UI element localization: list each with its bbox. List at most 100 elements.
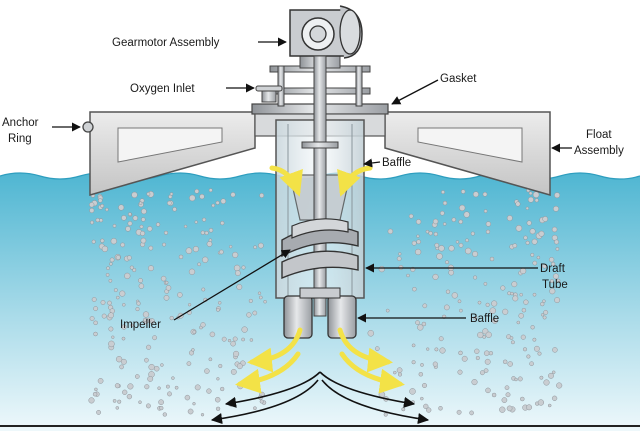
bubble xyxy=(432,361,438,367)
bubble xyxy=(192,246,199,253)
bubble xyxy=(442,200,448,206)
gearmotor-assembly-label: Gearmotor Assembly xyxy=(112,37,220,49)
bubble xyxy=(475,355,480,361)
bubble xyxy=(184,394,191,401)
bubble xyxy=(147,226,153,232)
bubble xyxy=(417,324,424,331)
bubble xyxy=(167,200,172,206)
bubble xyxy=(556,278,561,283)
bubble xyxy=(116,295,120,300)
bubble xyxy=(512,243,518,249)
bubble xyxy=(89,316,95,321)
bubble xyxy=(469,410,474,416)
bubble xyxy=(204,368,210,374)
bubble xyxy=(554,192,561,199)
bubble xyxy=(141,217,146,222)
bubble xyxy=(122,303,126,307)
bubble xyxy=(233,264,241,272)
bubble xyxy=(522,347,528,352)
bubble xyxy=(91,239,96,244)
bubble xyxy=(112,399,117,403)
bottom-baffle xyxy=(283,287,357,339)
bubble xyxy=(241,337,245,342)
bubble xyxy=(188,268,196,275)
bubble xyxy=(165,384,170,389)
bubble xyxy=(220,386,225,392)
bubble xyxy=(517,376,523,382)
bubble xyxy=(520,334,526,340)
bubble xyxy=(537,351,542,356)
bubble xyxy=(209,331,216,338)
bubble xyxy=(192,330,197,334)
bubble xyxy=(118,204,125,211)
bubble xyxy=(100,238,105,243)
bubble xyxy=(248,298,253,303)
bubble xyxy=(554,239,559,245)
bubble xyxy=(514,377,518,382)
drive-shaft xyxy=(313,55,327,317)
bubble xyxy=(408,213,414,219)
bubble xyxy=(140,230,146,236)
bubble xyxy=(208,228,214,233)
bubble xyxy=(109,257,115,263)
bubble xyxy=(485,387,491,394)
bubble xyxy=(88,397,95,404)
bubble xyxy=(489,256,495,262)
bubble xyxy=(112,224,117,228)
bubble xyxy=(485,331,492,338)
bubble xyxy=(230,340,236,347)
bubble xyxy=(536,255,541,260)
bubble xyxy=(257,291,262,295)
bubble xyxy=(140,237,147,244)
bubble xyxy=(119,290,126,297)
bubble xyxy=(105,273,110,277)
bubble xyxy=(505,392,511,398)
bubble xyxy=(177,292,183,298)
bubble xyxy=(411,343,416,348)
bubble xyxy=(551,261,556,267)
bubble xyxy=(471,379,478,386)
bubble xyxy=(412,286,417,292)
bubble xyxy=(191,348,195,352)
bubble xyxy=(525,240,530,245)
bubble xyxy=(414,248,422,256)
bubble xyxy=(500,285,506,291)
bubble xyxy=(459,308,463,313)
bubble xyxy=(539,375,544,380)
bubble xyxy=(542,315,547,320)
bubble xyxy=(94,387,98,392)
bubble xyxy=(155,222,161,227)
bubble xyxy=(241,326,248,333)
bubble xyxy=(477,331,484,339)
bubble xyxy=(420,363,424,367)
bubble xyxy=(108,326,114,332)
bubble xyxy=(415,320,420,325)
bubble xyxy=(219,249,224,255)
bubble xyxy=(439,347,446,354)
baffle-top-label: Baffle xyxy=(382,157,411,169)
bubble xyxy=(105,207,109,212)
bubble xyxy=(121,215,127,221)
bubble xyxy=(473,275,478,280)
bubble xyxy=(519,267,527,275)
bubble xyxy=(470,231,475,236)
bubble xyxy=(172,207,177,212)
bubble xyxy=(122,389,128,395)
bubble xyxy=(396,256,402,262)
bubble xyxy=(246,312,252,318)
bubble xyxy=(421,382,428,389)
bubble xyxy=(531,238,538,245)
oxygen-bubbles xyxy=(88,188,563,417)
bubble xyxy=(208,188,213,193)
bubble xyxy=(206,241,213,247)
bubble xyxy=(515,225,523,232)
bubble xyxy=(485,302,490,307)
bubble xyxy=(232,251,239,258)
bubble xyxy=(204,230,209,236)
bubble xyxy=(91,297,97,302)
bubble xyxy=(463,211,470,218)
bubble xyxy=(397,372,403,377)
bubble xyxy=(95,217,100,223)
bubble xyxy=(90,220,94,225)
bubble xyxy=(433,231,438,237)
